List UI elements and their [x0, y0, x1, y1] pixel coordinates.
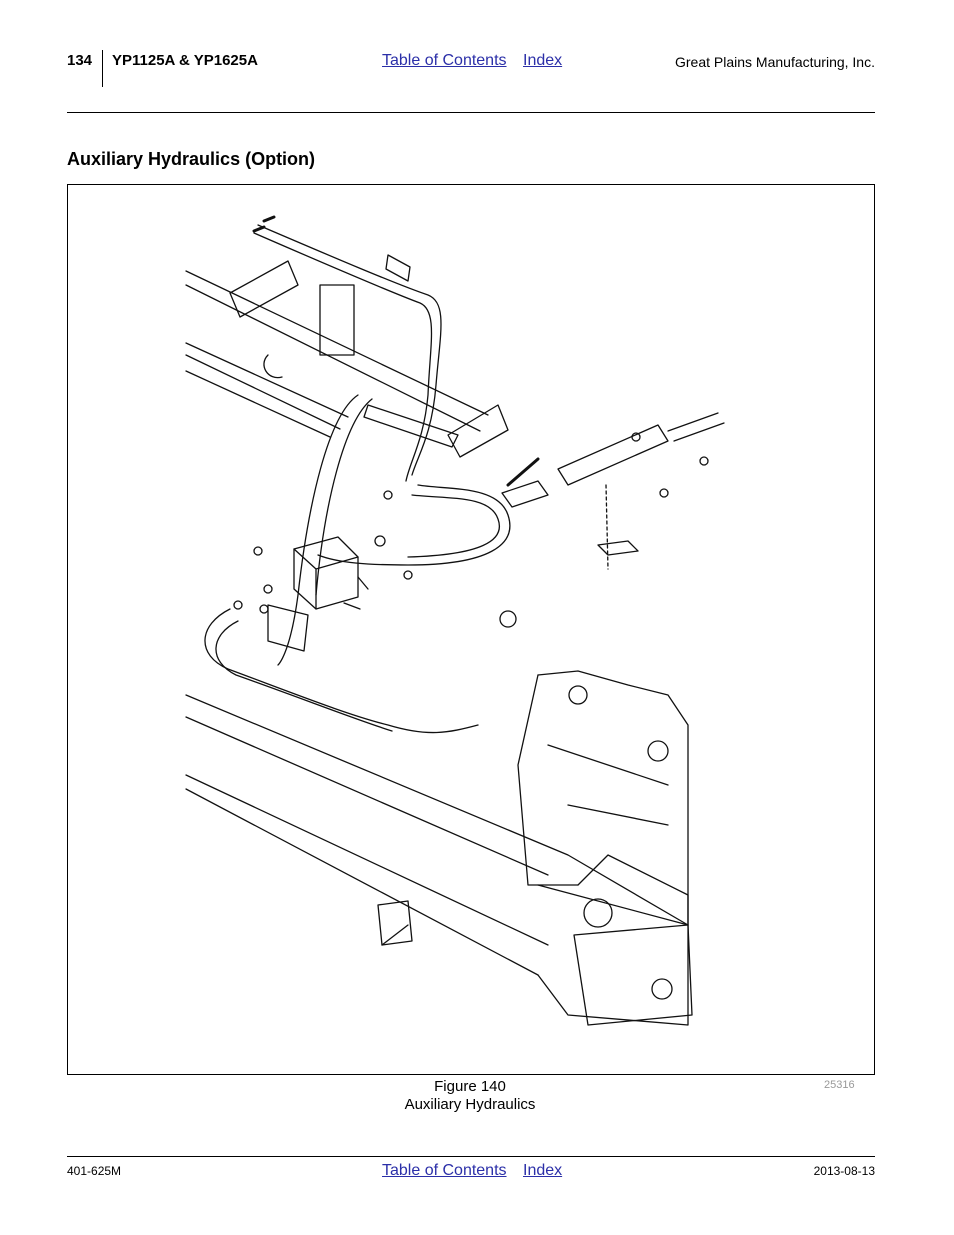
company-name: Great Plains Manufacturing, Inc.	[675, 54, 875, 70]
drawing-number: 25316	[824, 1079, 855, 1091]
doc-number: 401-625M	[67, 1164, 122, 1178]
header-index-link[interactable]: Index	[523, 52, 563, 69]
figure-frame	[67, 184, 875, 1075]
header-toc-link[interactable]: Table of Contents	[382, 52, 507, 69]
header-rule	[67, 112, 875, 113]
footer-index-link[interactable]: Index	[523, 1162, 563, 1179]
section-title: Auxiliary Hydraulics (Option)	[67, 149, 316, 169]
figure-caption: Auxiliary Hydraulics	[404, 1096, 536, 1113]
figure-label: Figure 140	[434, 1078, 506, 1095]
footer-rule	[67, 1156, 875, 1157]
header-divider	[102, 50, 103, 87]
auxiliary-hydraulics-drawing	[185, 215, 725, 1026]
footer-toc-link[interactable]: Table of Contents	[382, 1162, 507, 1179]
model-title: YP1125A & YP1625A	[112, 52, 258, 69]
publish-date: 2013-08-13	[813, 1164, 875, 1178]
page-number: 134	[67, 52, 93, 69]
